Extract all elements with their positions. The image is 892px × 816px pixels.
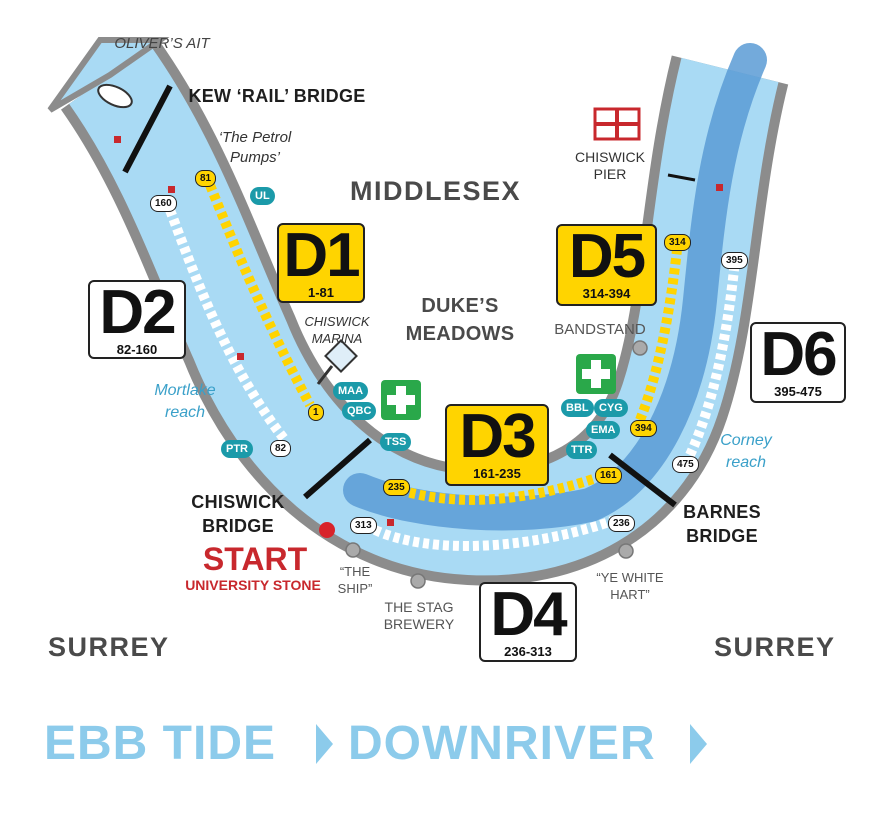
- chiswick-pier-line: [667, 173, 696, 182]
- marker-81: 81: [195, 170, 217, 187]
- club-ptr: PTR: [221, 440, 253, 458]
- first-aid-left-icon: [381, 380, 421, 420]
- division-d4-id: D4: [490, 580, 567, 649]
- yellow-course-d3: [398, 470, 607, 505]
- barnes-bridge-line: [608, 452, 677, 508]
- stag-brewery-point: [410, 573, 426, 589]
- mortlake-reach-label: Mortlake reach: [154, 382, 216, 421]
- chiswick-pier-label: CHISWICK PIER: [575, 149, 645, 182]
- marker-314: 314: [664, 234, 691, 251]
- ye-white-hart-label: “YE WHITE HART”: [596, 570, 664, 602]
- division-d1: D1 1-81: [277, 223, 365, 303]
- surrey-right-label: SURREY: [714, 632, 836, 662]
- university-stone-label: UNIVERSITY STONE: [185, 577, 321, 593]
- rnli-flag-icon: [593, 107, 641, 141]
- dukes-meadows-label: DUKE’S MEADOWS: [405, 295, 515, 345]
- corney-reach-label: Corney reach: [720, 432, 772, 471]
- barnes-bridge-label: BARNES BRIDGE: [683, 502, 761, 546]
- club-bbl: BBL: [561, 399, 594, 417]
- olivers-ait-island: [97, 83, 133, 109]
- the-ship-label: “THE SHIP”: [337, 564, 373, 596]
- division-d5: D5 314-394: [556, 224, 657, 306]
- main-stream: [343, 43, 767, 531]
- red-buoy-1: [114, 136, 121, 143]
- club-ttr: TTR: [566, 441, 598, 459]
- club-tss: TSS: [380, 433, 412, 451]
- club-cyg: CYG: [594, 399, 628, 417]
- marker-395: 395: [721, 252, 748, 269]
- marker-236: 236: [608, 515, 635, 532]
- stag-brewery-label: THE STAG BREWERY: [383, 599, 455, 632]
- kew-rail-bridge-label: KEW ‘RAIL’ BRIDGE: [188, 86, 366, 106]
- white-course-d4: [372, 515, 617, 552]
- first-aid-right-icon: [576, 354, 616, 394]
- division-d4: D4 236-313: [479, 582, 577, 662]
- division-d3-id: D3: [459, 402, 536, 471]
- ye-white-hart-point: [618, 543, 634, 559]
- division-d2: D2 82-160: [88, 280, 186, 359]
- red-buoy-2: [168, 186, 175, 193]
- marker-394: 394: [630, 420, 657, 437]
- chiswick-marina-label: CHISWICK MARINA: [304, 314, 370, 346]
- division-d2-id: D2: [99, 278, 176, 347]
- red-buoy-5: [716, 184, 723, 191]
- division-d1-id: D1: [283, 221, 360, 290]
- marina-icon: [316, 339, 358, 385]
- marker-82: 82: [270, 440, 292, 457]
- division-d1-range: 1-81: [307, 285, 335, 300]
- division-d3-range: 161-235: [473, 466, 521, 481]
- division-d6-range: 395-475: [774, 384, 822, 399]
- petrol-pumps-label: ‘The Petrol Pumps’: [218, 129, 292, 166]
- yellow-course-d5: [635, 239, 683, 422]
- chiswick-bridge-line: [303, 437, 372, 500]
- start-label: START: [202, 541, 308, 577]
- division-d6: D6 395-475: [750, 322, 846, 403]
- yellow-course-d1: [205, 183, 315, 408]
- division-d3: D3 161-235: [445, 404, 549, 486]
- the-ship-point: [345, 542, 361, 558]
- footer-arrow-1-icon: [316, 724, 333, 764]
- red-buoy-3: [237, 353, 244, 360]
- footer-downriver: DOWNRIVER: [348, 717, 656, 770]
- start-point: [319, 522, 335, 538]
- marker-313: 313: [350, 517, 377, 534]
- club-ema: EMA: [586, 421, 621, 439]
- red-buoy-4: [387, 519, 394, 526]
- division-d2-range: 82-160: [116, 342, 158, 357]
- marker-161: 161: [595, 467, 622, 484]
- division-d5-range: 314-394: [582, 286, 631, 301]
- marker-160: 160: [150, 195, 177, 212]
- surrey-left-label: SURREY: [48, 632, 170, 662]
- bandstand-label: BANDSTAND: [554, 321, 646, 338]
- kew-rail-bridge-line: [122, 84, 173, 174]
- footer-arrow-2-icon: [690, 724, 707, 764]
- division-d5-id: D5: [568, 222, 646, 291]
- marker-475: 475: [672, 456, 699, 473]
- white-course-d6: [685, 259, 740, 458]
- club-ul: UL: [250, 187, 275, 205]
- white-course-d2: [165, 208, 289, 444]
- olivers-ait-label: OLIVER’S AIT: [114, 35, 210, 52]
- marker-1: 1: [308, 404, 324, 421]
- division-d4-range: 236-313: [504, 644, 552, 659]
- river-water-left-arm: [47, 37, 170, 113]
- bandstand-point: [632, 340, 648, 356]
- chiswick-bridge-label: CHISWICK BRIDGE: [191, 492, 285, 536]
- division-d6-id: D6: [760, 320, 837, 389]
- middlesex-label: MIDDLESEX: [350, 176, 522, 206]
- marker-235: 235: [383, 479, 410, 496]
- club-maa: MAA: [333, 382, 369, 400]
- club-qbc: QBC: [342, 402, 377, 420]
- footer-ebb-tide: EBB TIDE: [44, 717, 277, 770]
